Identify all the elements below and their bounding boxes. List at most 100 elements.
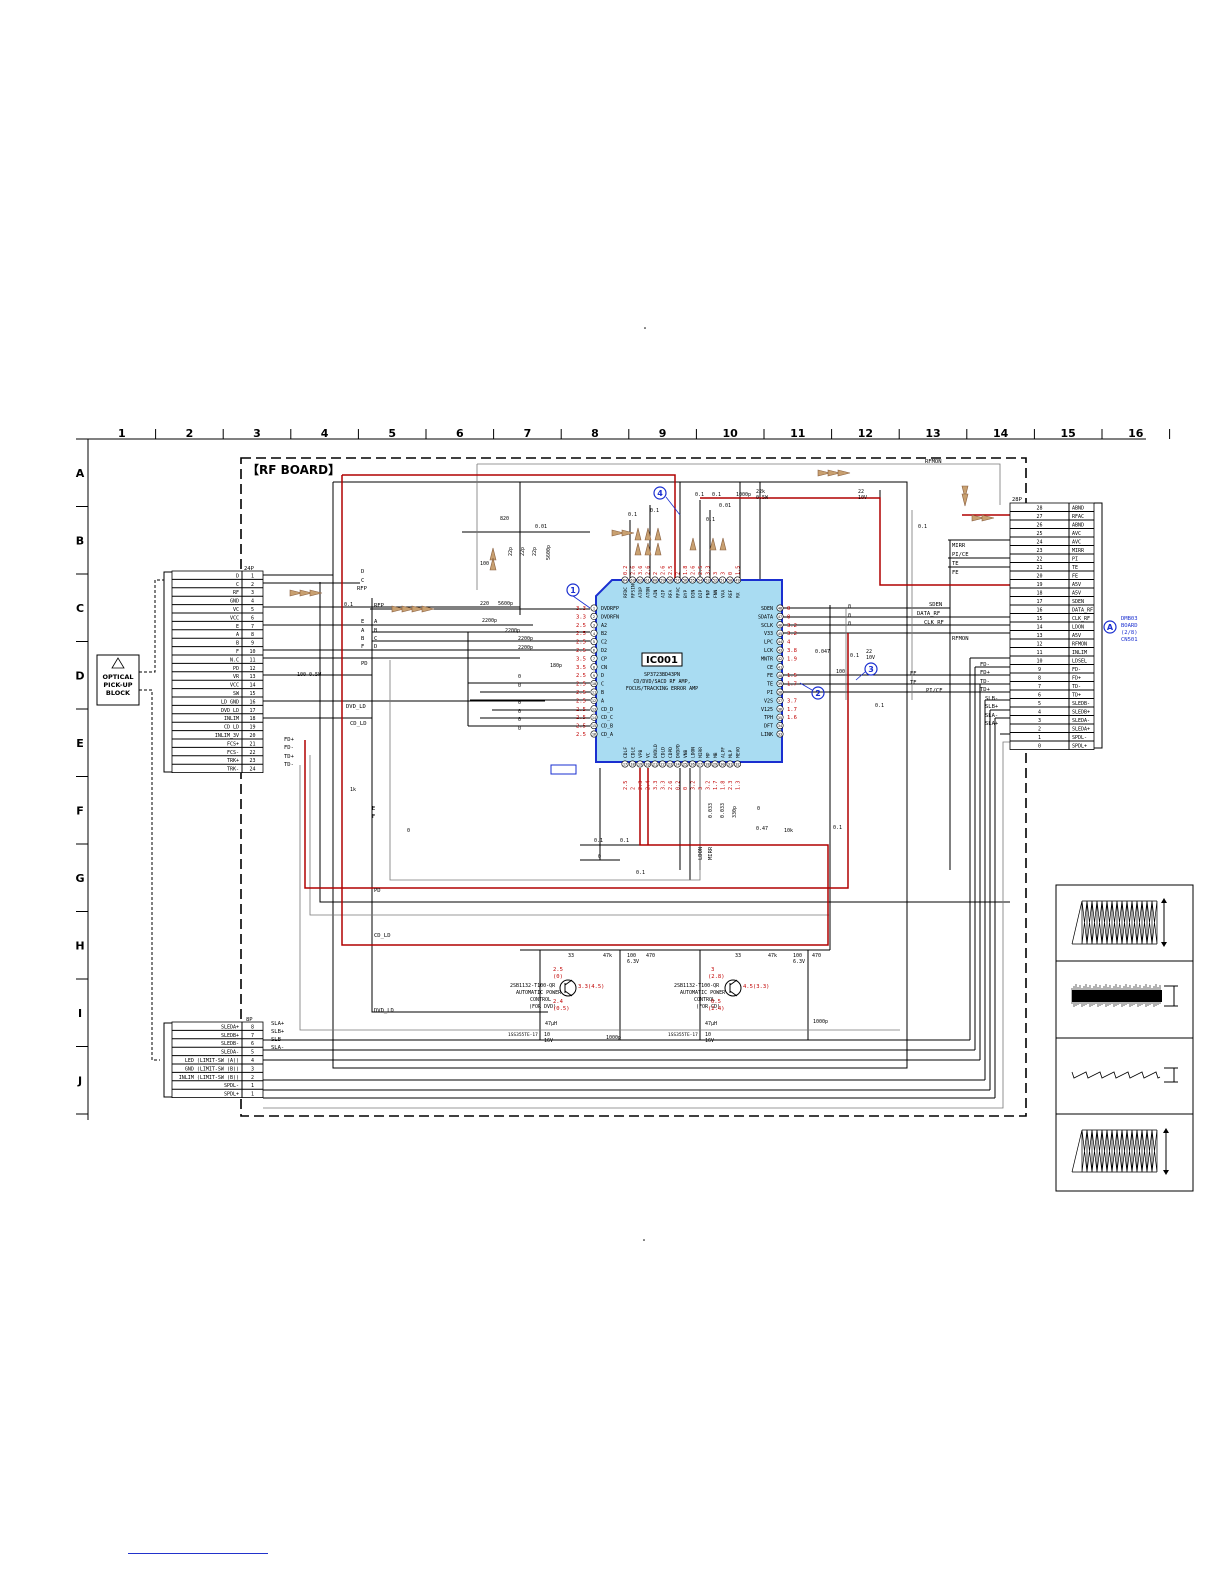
ic-top-pin-voltage: 2 (653, 572, 659, 575)
net-rfmon: RFMON (925, 459, 942, 465)
marker-2 (811, 686, 825, 700)
comp-r0-b: 0 (518, 674, 521, 680)
diode-cd: 1SS355TE-17 (668, 1032, 698, 1038)
connector-8p-header: 8P (246, 1017, 253, 1023)
ic-left-pin-voltage: 3.5 (576, 665, 586, 671)
conn24-pin-name: A (236, 632, 239, 638)
ic-right-pin-name: DFT (764, 724, 773, 730)
conn28-pin-num: 4 (1038, 710, 1041, 716)
comp-c01-m: 0.1 (706, 517, 715, 523)
ic-bottom-pin-voltage: 3 (698, 787, 704, 790)
conn24-pin-name: VCC (230, 615, 239, 621)
comp-c01-f: 0.1 (636, 870, 645, 876)
conn8-pin-name: SLEDB+ (221, 1033, 239, 1039)
ic-left-pin-name: CP (601, 656, 607, 662)
ic-right-pin-voltage: 4 (787, 640, 791, 646)
conn28-pin-name: TD+ (1072, 693, 1081, 699)
ic-top-pin-voltage: 1.5 (735, 566, 741, 575)
comp-c22p-2: 22p (520, 547, 526, 556)
grid-col-8: 8 (591, 427, 599, 440)
conn24-pin-name: TRK+ (227, 758, 239, 764)
ic-bottom-pin-voltage: 3.2 (690, 781, 696, 790)
conn8-pin-num: 5 (251, 1050, 254, 1056)
marker-4 (653, 486, 667, 500)
net-cd-ld-2: CD_LD (374, 933, 391, 939)
comp-c2200p-1: 2200p (482, 618, 497, 624)
ic-bottom-pin-voltage: 0.2 (675, 781, 681, 790)
conn28-pin-name: ABND (1072, 506, 1084, 512)
conn28-pin-name: TE (1072, 565, 1078, 571)
conn8-pin-name: GND (LIMIT-SW (B)) (185, 1066, 239, 1072)
ic001-body (595, 579, 783, 763)
ic-right-pin-num: 35 (778, 716, 782, 720)
grid-row-B: B (76, 534, 84, 547)
ic-bottom-pin-voltage: 1.7 (713, 781, 719, 790)
grid-row-C: C (76, 602, 84, 615)
net-d: D (361, 569, 364, 575)
ic-left-pin-voltage: 3.3 (576, 606, 586, 612)
ic-bottom-pin-name: CDLF (623, 747, 629, 758)
ic-right-pin-num: 47 (778, 615, 782, 619)
ic-bottom-pin-name: MP (705, 752, 711, 758)
conn24-pin-name: C (236, 582, 239, 588)
conn8-pin-name: SLEDB- (221, 1041, 239, 1047)
ic-top-pin-voltage: 0 (728, 572, 734, 575)
conn8-pin-name: SPDL- (224, 1083, 239, 1089)
ic-top-pin-num: 54 (698, 579, 702, 583)
net-trk-p: TD+ (284, 754, 295, 760)
conn24-pin-name: CD LD (224, 725, 239, 731)
conn24-pin-name: LD GND (221, 699, 239, 705)
net-sla-plus-2: SLA+ (985, 721, 999, 727)
ic-right-pin-num: 40 (778, 674, 782, 678)
comp-c330p: 330p (732, 806, 738, 818)
ic-left-pin-num: 12 (592, 699, 596, 703)
conn28-pin-name: SPDL- (1072, 735, 1087, 741)
net-trk-m: TD- (284, 762, 294, 768)
ic-left-pin-name: DVDRFP (601, 606, 619, 612)
grid-col-14: 14 (993, 427, 1009, 440)
ic-bottom-pin-voltage: 3.2 (705, 781, 711, 790)
comp-r33-a: 33 (568, 953, 574, 959)
apc-cd-v-bot: 0.5 (711, 999, 721, 1005)
ic-bottom-pin-name: VPB (638, 749, 644, 758)
conn24-pin-num: 3 (251, 590, 254, 596)
conn28-pin-num: 7 (1038, 684, 1041, 690)
conn24-pin-name: N.C (230, 657, 239, 663)
apc-cd-part: 2SB1132-T100-QR (674, 983, 720, 989)
ic-bottom-pin-num: 22 (660, 763, 664, 767)
ic-left-pin-num: 2 (593, 615, 595, 619)
waveform-rf-eye-1 (1071, 898, 1167, 947)
comp-16v-a: 16V (544, 1038, 553, 1044)
comp-c100-b: 100 (793, 953, 802, 959)
ic-right-pin-name: PI (767, 690, 773, 696)
conn28-pin-name: PI (1072, 557, 1078, 563)
ic-top-pin-name: RFSIN (630, 584, 636, 598)
grid-row-D: D (75, 669, 84, 682)
conn28-pin-num: 19 (1036, 582, 1042, 588)
ic-right-pin-voltage: 1.6 (787, 715, 797, 721)
comp-c22p-3: 22p (532, 547, 538, 556)
comp-c47h-a: 47μH (545, 1021, 557, 1027)
conn8-pin-name: LED (LIMIT-SW (A)) (185, 1058, 239, 1064)
comp-c5600p-2: 5600p (546, 545, 552, 560)
ic-top-pin-name: DIN (690, 589, 696, 598)
conn28-pin-name: SLEDB+ (1072, 710, 1090, 716)
comp-c2200p-4: 2200p (518, 645, 533, 651)
ic-left-pin-voltage: 2.5 (576, 690, 586, 696)
conn28-pin-num: 6 (1038, 693, 1041, 699)
ic001-function-1: CD/DVD/SACD RF AMP, (633, 679, 690, 685)
ic-top-pin-voltage: 2 (675, 572, 681, 575)
footer-link-underline[interactable] (128, 1553, 268, 1554)
ic-right-pin-num: 46 (778, 623, 782, 627)
ic-right-pin-voltage: 3.2 (787, 631, 797, 637)
comp-r0-d: 0 (518, 700, 521, 706)
ic-top-pin-name: AIN (653, 589, 659, 598)
comp-c22p-1: 22p (508, 547, 514, 556)
net-fe: FE (952, 570, 959, 576)
conn28-pin-name: INLIM (1072, 650, 1087, 656)
conn28-pin-num: 10 (1036, 659, 1042, 665)
comp-c01-j: 0.1 (712, 492, 721, 498)
conn28-pin-num: 22 (1036, 557, 1042, 563)
